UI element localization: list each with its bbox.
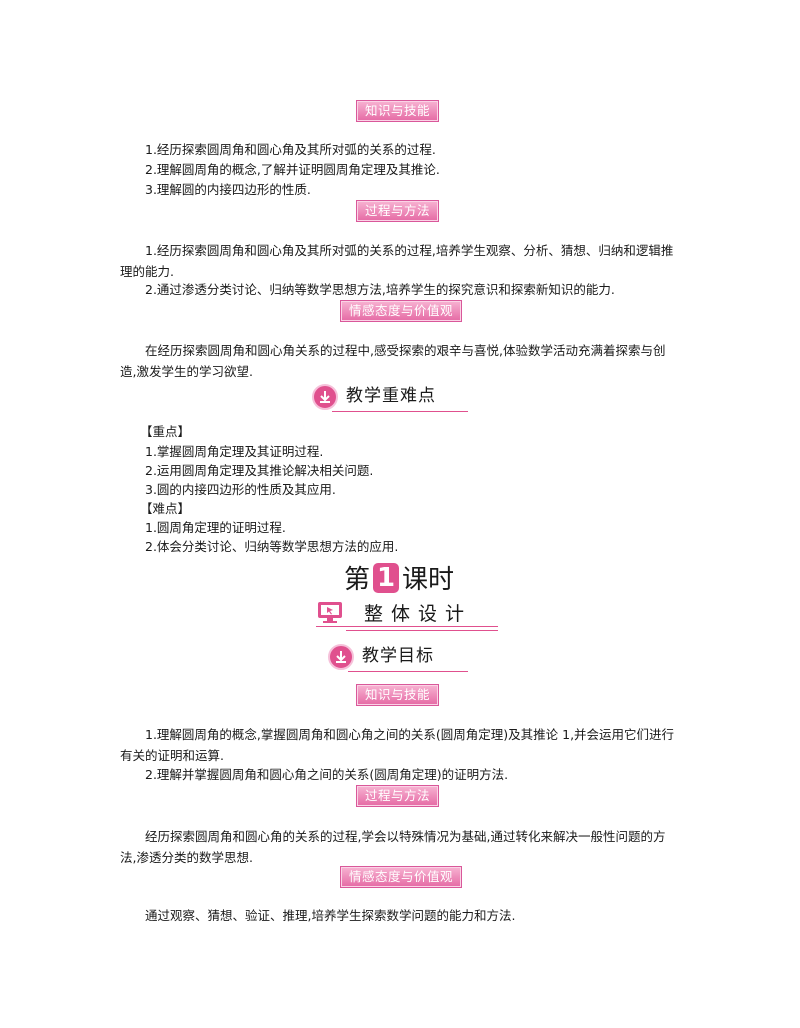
goal-process: 经历探索圆周角和圆心角的关系的过程,学会以特殊情况为基础,通过转化来解决一般性问… — [120, 829, 666, 865]
design-heading: 整体设计 — [316, 600, 506, 634]
tag-process-method: 过程与方法 — [356, 200, 440, 222]
hard-label: 【难点】 — [140, 501, 191, 516]
goal-knowledge-1: 1.理解圆周角的概念,掌握圆周角和圆心角之间的关系(圆周角定理)及其推论 1,并… — [120, 727, 675, 763]
knowledge-item-1: 1.经历探索圆周角和圆心角及其所对弧的关系的过程. — [145, 142, 436, 157]
design-title: 整体设计 — [364, 603, 473, 625]
tag-knowledge-skills-2: 知识与技能 — [356, 684, 440, 706]
lesson-prefix: 第 — [344, 565, 371, 595]
section-title: 教学目标 — [362, 646, 434, 666]
section-goals: 教学目标 — [328, 644, 468, 672]
section-underline — [332, 411, 468, 412]
hard-item-1: 1.圆周角定理的证明过程. — [145, 520, 286, 535]
section-underline — [348, 671, 468, 672]
attitude-paragraph: 在经历探索圆周角和圆心角关系的过程中,感受探索的艰辛与喜悦,体验数学活动充满着探… — [120, 343, 666, 379]
design-underline-2 — [346, 630, 498, 631]
goal-knowledge-2: 2.理解并掌握圆周角和圆心角之间的关系(圆周角定理)的证明方法. — [145, 767, 509, 782]
knowledge-item-2: 2.理解圆周角的概念,了解并证明圆周角定理及其推论. — [145, 162, 440, 177]
hard-item-2: 2.体会分类讨论、归纳等数学思想方法的应用. — [145, 539, 399, 554]
tag-process-method-2: 过程与方法 — [356, 785, 440, 807]
section-difficulty: 教学重难点 — [312, 384, 468, 412]
tag-knowledge-skills: 知识与技能 — [356, 100, 440, 122]
process-item-1: 1.经历探索圆周角和圆心角及其所对弧的关系的过程,培养学生观察、分析、猜想、归纳… — [120, 243, 674, 279]
process-item-2: 2.通过渗透分类讨论、归纳等数学思想方法,培养学生的探究意识和探索新知识的能力. — [145, 282, 615, 297]
down-arrow-circle-icon — [328, 644, 354, 670]
key-item-3: 3.圆的内接四边形的性质及其应用. — [145, 482, 336, 497]
knowledge-item-3: 3.理解圆的内接四边形的性质. — [145, 182, 311, 197]
goal-attitude: 通过观察、猜想、验证、推理,培养学生探索数学问题的能力和方法. — [145, 908, 516, 923]
key-item-1: 1.掌握圆周角定理及其证明过程. — [145, 444, 324, 459]
down-arrow-circle-icon — [312, 384, 338, 410]
tag-attitude-values: 情感态度与价值观 — [340, 300, 463, 322]
section-title: 教学重难点 — [346, 386, 436, 406]
monitor-icon — [316, 600, 346, 630]
lesson-suffix: 课时 — [402, 565, 455, 595]
tag-attitude-values-2: 情感态度与价值观 — [340, 866, 463, 888]
lesson-number: 1 — [373, 563, 400, 593]
design-underline — [316, 626, 498, 627]
key-label: 【重点】 — [140, 424, 191, 439]
key-item-2: 2.运用圆周角定理及其推论解决相关问题. — [145, 463, 374, 478]
